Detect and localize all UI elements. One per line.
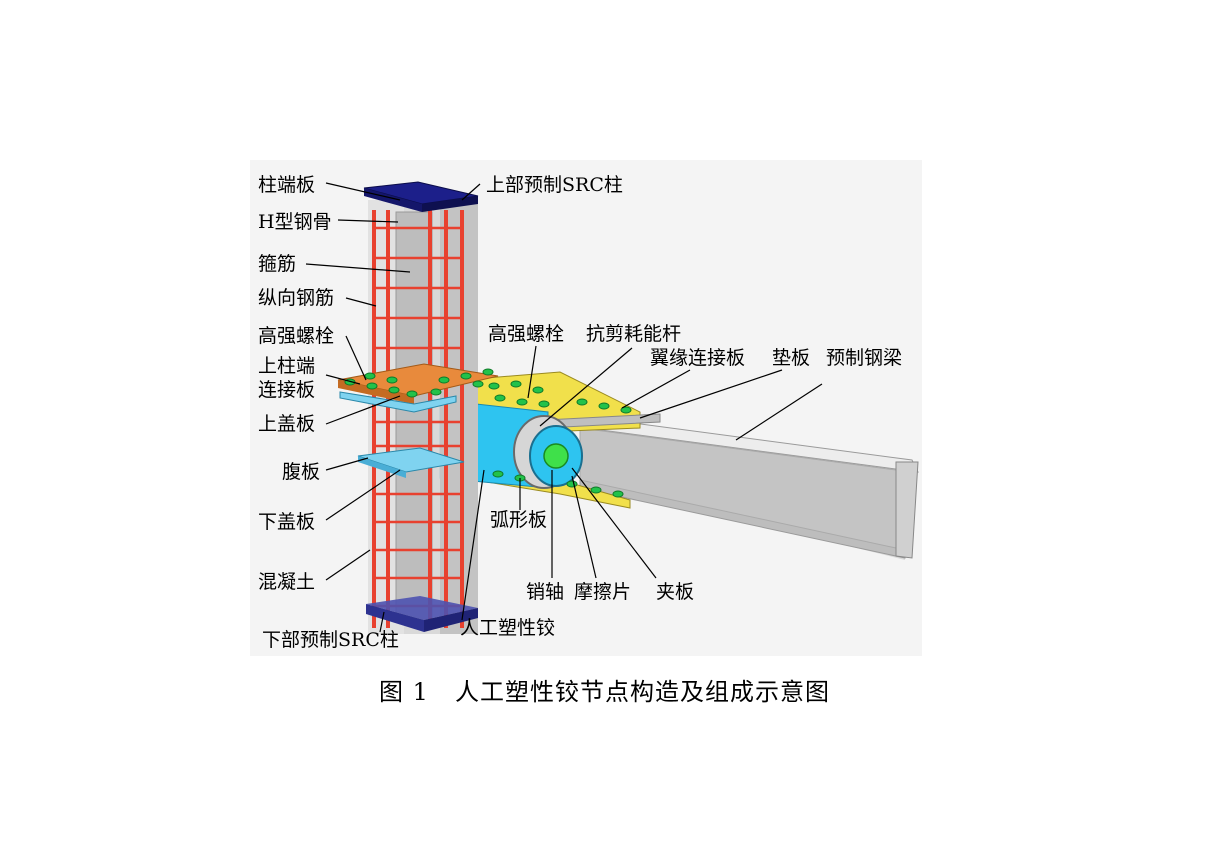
stirrups — [374, 226, 462, 608]
label-stirrup: 箍筋 — [258, 253, 296, 275]
label-friction-pad: 摩擦片 — [574, 581, 631, 603]
label-lower-cover-plate: 下盖板 — [258, 511, 315, 533]
longitudinal-rebars — [372, 210, 464, 628]
label-arc-plate: 弧形板 — [490, 509, 547, 531]
caption-text: 人工塑性铰节点构造及组成示意图 — [454, 678, 830, 706]
label-shear-rod: 抗剪耗能杆 — [586, 323, 681, 345]
lower-cover-plate — [357, 447, 465, 473]
hinge-assembly — [513, 415, 583, 489]
column-end-plate-bottom — [366, 596, 478, 620]
label-shim-plate: 垫板 — [772, 347, 810, 369]
precast-steel-beam — [579, 415, 919, 560]
label-flange-plate: 翼缘连接板 — [650, 347, 745, 369]
high-strength-bolts — [344, 368, 632, 498]
figure-caption: 图 1 人工塑性铰节点构造及组成示意图 — [0, 672, 1209, 707]
label-hs-bolt-left: 高强螺栓 — [258, 325, 334, 347]
label-h-steel: H型钢骨 — [258, 211, 332, 233]
label-precast-beam: 预制钢梁 — [826, 347, 902, 369]
label-upper-cover-plate: 上盖板 — [258, 413, 315, 435]
label-lower-src-column: 下部预制SRC柱 — [262, 629, 399, 651]
pin-shaft — [543, 443, 569, 469]
label-longitudinal-rebar: 纵向钢筋 — [258, 287, 334, 309]
caption-number: 图 1 — [379, 678, 429, 706]
label-clamp-plate: 夹板 — [656, 581, 694, 603]
label-plastic-hinge: 人工塑性铰 — [460, 617, 555, 639]
label-upper-src-column: 上部预制SRC柱 — [486, 174, 623, 196]
label-hs-bolt-right: 高强螺栓 — [488, 323, 564, 345]
leader-lines — [305, 182, 823, 633]
label-column-end-plate: 柱端板 — [258, 174, 315, 196]
label-upper-col-conn-2: 连接板 — [258, 379, 315, 401]
label-concrete: 混凝土 — [258, 571, 315, 593]
upper-cover-plate — [339, 391, 457, 413]
label-pin: 销轴 — [526, 581, 564, 603]
label-upper-col-conn-1: 上柱端 — [258, 355, 315, 377]
src-column — [363, 181, 479, 634]
labels: 柱端板 上部预制SRC柱 H型钢骨 箍筋 纵向钢筋 高强螺栓 上柱端 连接板 上… — [258, 174, 902, 651]
label-web-plate: 腹板 — [282, 461, 320, 483]
h-steel-core — [395, 211, 433, 623]
